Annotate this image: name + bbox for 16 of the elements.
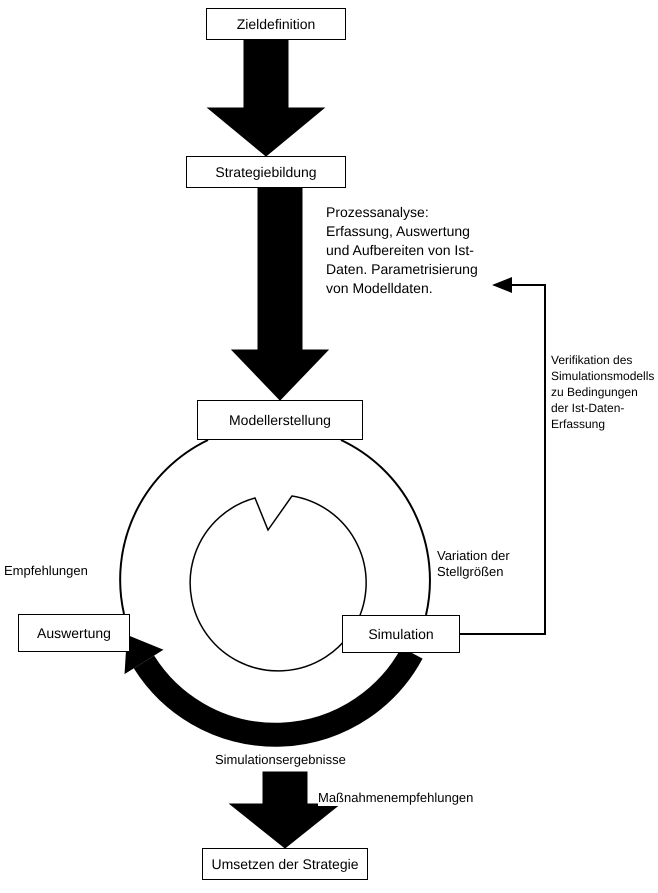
process-box: Modellerstellung (197, 400, 363, 440)
process-box: Auswertung (18, 614, 130, 652)
edge-label: Verifikation des Simulationsmodells zu Bedingungen der Ist-Daten-Erfassung (551, 352, 656, 432)
process-box: Zieldefinition (206, 8, 346, 40)
process-box: Umsetzen der Strategie (202, 848, 368, 880)
block-arrow (206, 40, 326, 157)
connector-line (340, 439, 431, 616)
arrow (460, 277, 546, 635)
edge-label: Simulationsergebnisse (215, 752, 346, 768)
edge-label: Empfehlungen (4, 563, 88, 579)
block-arrow (230, 188, 330, 401)
process-box: Strategiebildung (186, 156, 346, 188)
process-box: Simulation (342, 615, 460, 653)
connector-line (119, 439, 208, 614)
annotation-text: Prozessanalyse: Erfassung, Auswertung und Aufbereiten von Ist-Daten. Parametrisierung von Modelldaten. (326, 203, 494, 298)
edge-label: Maßnahmenempfehlungen (318, 790, 474, 806)
